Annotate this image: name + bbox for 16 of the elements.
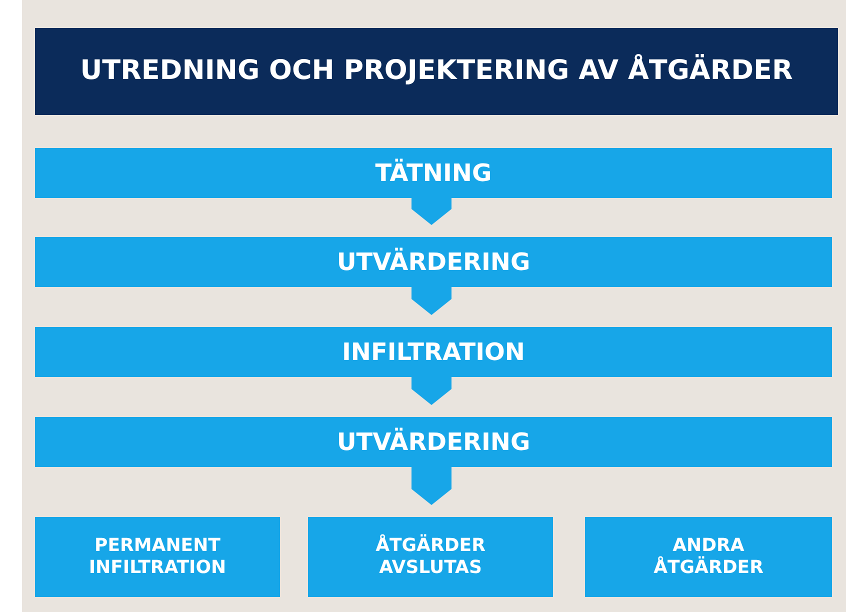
- node-label: ANDRA ÅTGÄRDER: [652, 535, 764, 579]
- node-label: UTREDNING OCH PROJEKTERING AV ÅTGÄRDER: [80, 53, 793, 88]
- node-label: UTVÄRDERING: [336, 426, 530, 458]
- outcome-box: [308, 517, 553, 597]
- title-banner: [35, 28, 838, 115]
- arrow: [412, 377, 452, 405]
- node-label: INFILTRATION: [342, 337, 525, 368]
- outcome-box: [35, 517, 280, 597]
- arrow: [412, 467, 452, 505]
- arrow: [412, 198, 452, 225]
- node-label: TÄTNING: [375, 158, 492, 189]
- node-label: UTVÄRDERING: [336, 246, 530, 278]
- outcome-box: [585, 517, 832, 597]
- node-label: PERMANENT INFILTRATION: [88, 535, 228, 579]
- node-label: ÅTGÄRDER AVSLUTAS: [374, 535, 486, 579]
- arrow: [412, 287, 452, 315]
